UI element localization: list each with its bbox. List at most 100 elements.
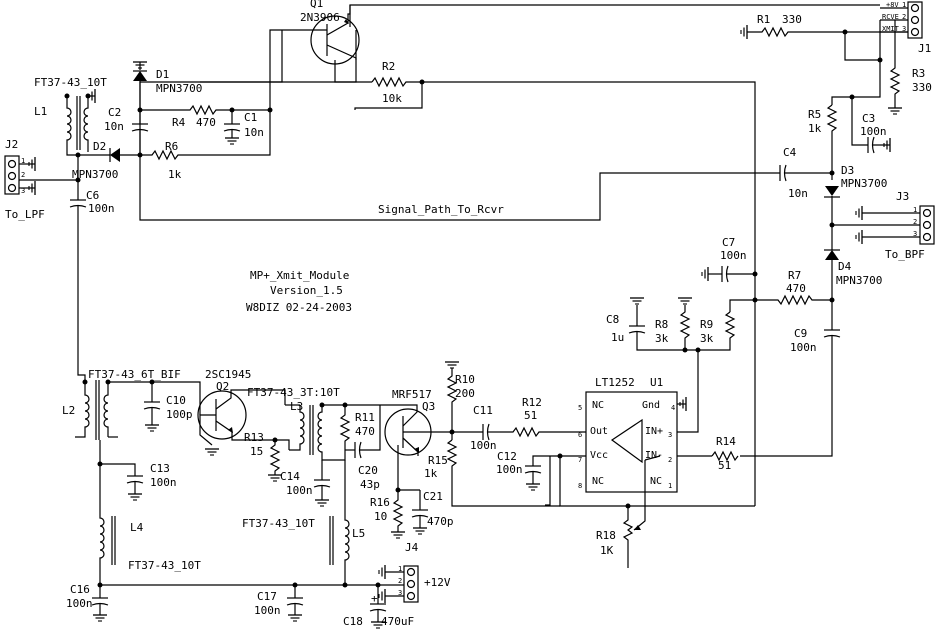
c6-ref: C6: [86, 189, 99, 202]
title-line-3: W8DIZ 02-24-2003: [246, 301, 352, 314]
j3-num2: 2: [913, 218, 917, 226]
c6-capacitor: C6 100n: [69, 180, 115, 225]
c9-value: 100n: [790, 341, 817, 354]
u1-pin3-label: IN+: [645, 426, 663, 437]
d2-ref: D2: [93, 140, 106, 153]
r16-resistor: R16 10: [370, 487, 406, 539]
l3-transformer: FT37-43_3T:10T L3: [247, 386, 346, 461]
d3-ref: D3: [841, 164, 854, 177]
r2-ref: R2: [382, 60, 395, 73]
c17-value: 100n: [254, 604, 281, 617]
u1-pin2-label: IN-: [645, 450, 663, 461]
c20-value: 43p: [360, 478, 380, 491]
r6-resistor: R6 1k: [140, 107, 273, 181]
c4-value: 10n: [788, 187, 808, 200]
c18-ref: C18: [343, 615, 363, 628]
r15-resistor: R15 1k: [424, 439, 560, 507]
r10-resistor: R10 200: [444, 361, 475, 440]
c21-capacitor: C21 470p: [411, 490, 454, 535]
l4-ref: L4: [130, 521, 144, 534]
c8-ref: C8: [606, 313, 619, 326]
r18-ref: R18: [596, 529, 616, 542]
c11-value: 100n: [470, 439, 497, 452]
r15-value: 1k: [424, 467, 438, 480]
r11-ref: R11: [355, 411, 375, 424]
c13-capacitor: C13 100n: [126, 462, 177, 501]
r1-ref: R1: [757, 13, 770, 26]
u1-pin4-num: 4: [671, 404, 675, 412]
r12-value: 51: [524, 409, 537, 422]
r11-resistor: R11 470: [339, 402, 375, 450]
j1-ref: J1: [918, 42, 931, 55]
c1-ref: C1: [244, 111, 257, 124]
j4-label: +12V: [424, 576, 451, 589]
r3-value: 330: [912, 81, 932, 94]
c2-ref: C2: [108, 106, 121, 119]
c21-value: 470p: [427, 515, 454, 528]
c18-polarity: +: [371, 592, 378, 605]
j3-ref: J3: [896, 190, 909, 203]
r4-value: 470: [196, 116, 216, 129]
title-line-1: MP+_Xmit_Module: [250, 269, 349, 282]
u1-opamp: LT1252 U1 NC Gnd Out IN+ Vcc IN- NC NC 5…: [550, 376, 712, 493]
l1-transformer: FT37-43_10T L1: [34, 76, 107, 180]
d4-value: MPN3700: [836, 274, 882, 287]
r13-value: 15: [250, 445, 263, 458]
r12-ref: R12: [522, 396, 542, 409]
c10-ref: C10: [166, 394, 186, 407]
u1-pin8-label: NC: [592, 476, 604, 487]
u1-pin8-num: 8: [578, 482, 582, 490]
j1-pin3-label: XMIT: [882, 25, 900, 33]
c20-ref: C20: [358, 464, 378, 477]
l5-value: FT37-43_10T: [242, 517, 315, 530]
c20-capacitor: C20 43p: [345, 405, 381, 491]
c11-capacitor: C11 100n: [452, 404, 500, 452]
j3-connector: 1 2 3 J3 To_BPF: [855, 190, 935, 261]
c18-value: 470uF: [381, 615, 414, 628]
u1-pin5-label: NC: [592, 400, 604, 411]
c9-ref: C9: [794, 327, 807, 340]
r2-resistor: R2 10k: [371, 60, 425, 105]
l3-ref: L3: [290, 400, 303, 413]
r1-resistor: R1 330: [740, 13, 908, 40]
j4-connector: 1 2 3 J4 +12V: [378, 541, 451, 604]
r14-ref: R14: [716, 435, 736, 448]
r11-value: 470: [355, 425, 375, 438]
r8-ref: R8: [655, 318, 668, 331]
j1-connector: +8V RCVE XMIT 1 2 3 J1: [880, 1, 931, 55]
l5-ref: L5: [352, 527, 365, 540]
c12-capacitor: C12 100n: [496, 450, 550, 491]
r1-value: 330: [782, 13, 802, 26]
j3-num3: 3: [913, 230, 917, 238]
r13-resistor: R13 15: [244, 431, 290, 482]
c3-value: 100n: [860, 125, 887, 138]
j1-num1: 1: [902, 1, 906, 9]
c21-ref: C21: [423, 490, 443, 503]
signal-path-label: Signal_Path_To_Rcvr: [378, 203, 504, 216]
j4-num2: 2: [398, 577, 402, 585]
c11-ref: C11: [473, 404, 493, 417]
c2-value: 10n: [104, 120, 124, 133]
l4-value: FT37-43_10T: [128, 559, 201, 572]
u1-pin1-num: 1: [668, 482, 672, 490]
l5-inductor: L5 FT37-43_10T: [242, 460, 365, 588]
j3-label: To_BPF: [885, 248, 925, 261]
j1-num3: 3: [902, 25, 906, 33]
j4-ref: J4: [405, 541, 419, 554]
r9-value: 3k: [700, 332, 714, 345]
c3-capacitor: C3 100n: [849, 94, 891, 154]
j3-num1: 1: [913, 206, 917, 214]
d2-value: MPN3700: [72, 168, 118, 181]
c7-capacitor: C7 100n: [701, 236, 758, 283]
r6-value: 1k: [168, 168, 182, 181]
j2-num3: 3: [21, 187, 25, 195]
l2-transformer: FT37-43_6T_BIF L2: [62, 225, 201, 470]
c14-value: 100n: [286, 484, 313, 497]
r3-resistor: R3 330: [887, 20, 932, 115]
c2-capacitor: C2 10n: [104, 106, 149, 155]
r8-resistor: R8 3k: [655, 297, 701, 433]
l2-value: FT37-43_6T_BIF: [88, 368, 181, 381]
r12-resistor: R12 51: [500, 396, 586, 438]
title-line-2: Version_1.5: [270, 284, 343, 297]
